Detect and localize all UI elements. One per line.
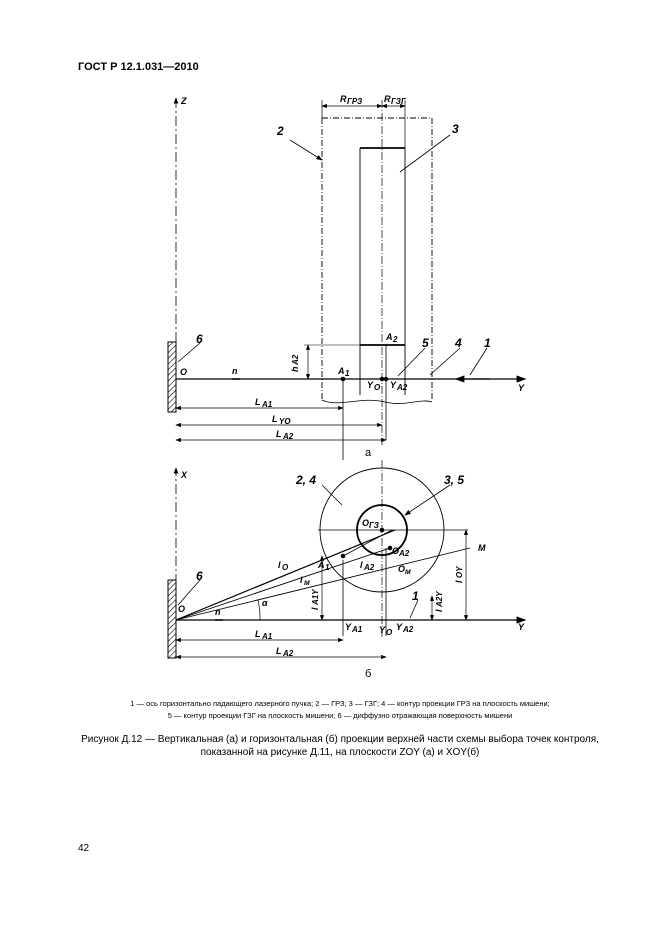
svg-text:2, 4: 2, 4	[295, 473, 316, 487]
svg-text:4: 4	[454, 336, 462, 350]
svg-text:1: 1	[345, 369, 350, 378]
svg-text:A1: A1	[351, 625, 363, 634]
svg-text:h: h	[290, 366, 300, 372]
legend-line-1: 1 — ось горизонтально падающего лазерног…	[130, 699, 550, 708]
svg-text:Y: Y	[345, 622, 352, 632]
svg-text:м: м	[304, 578, 310, 587]
svg-text:A1Y: A1Y	[311, 589, 320, 606]
top-labels: Z Y O R ГРЗ R ГЗГ 2 3 6 5 4 1 A 2 A 1 h …	[180, 94, 525, 459]
svg-text:a: a	[365, 447, 372, 459]
svg-text:O: O	[180, 367, 187, 377]
svg-text:A2: A2	[363, 563, 375, 572]
svg-text:A2: A2	[291, 354, 300, 366]
bottom-projection	[167, 460, 527, 660]
svg-text:A1: A1	[261, 400, 273, 409]
page-number: 42	[78, 843, 90, 854]
svg-text:l: l	[310, 607, 320, 610]
figure-legend: 1 — ось горизонтально падающего лазерног…	[60, 698, 620, 722]
svg-text:O: O	[374, 383, 381, 392]
svg-text:A: A	[385, 332, 393, 342]
svg-text:A2: A2	[282, 649, 294, 658]
figure-caption: Рисунок Д.12 — Вертикальная (а) и горизо…	[60, 733, 620, 759]
svg-text:O: O	[178, 604, 185, 614]
target-surface-bottom	[167, 579, 177, 659]
svg-text:A2: A2	[398, 549, 410, 558]
svg-text:n: n	[215, 607, 221, 617]
svg-text:ГЗГ: ГЗГ	[391, 97, 407, 106]
svg-text:A: A	[317, 560, 325, 570]
svg-text:2: 2	[276, 124, 284, 138]
svg-text:Z: Z	[180, 96, 187, 106]
svg-text:l: l	[278, 560, 281, 570]
svg-text:5: 5	[422, 336, 429, 350]
svg-text:6: 6	[196, 332, 203, 346]
svg-text:O: O	[282, 563, 289, 572]
svg-text:YO: YO	[279, 417, 291, 426]
document-header: ГОСТ Р 12.1.031—2010	[78, 61, 199, 73]
svg-text:Y: Y	[367, 380, 374, 390]
svg-text:3, 5: 3, 5	[444, 473, 464, 487]
svg-text:O: O	[386, 628, 393, 637]
svg-text:l: l	[434, 609, 444, 612]
svg-text:Y: Y	[396, 622, 403, 632]
svg-text:6: 6	[196, 569, 203, 583]
svg-text:A2Y: A2Y	[435, 591, 444, 608]
svg-text:1: 1	[412, 589, 419, 603]
svg-text:A2: A2	[402, 625, 414, 634]
top-projection	[167, 97, 527, 460]
grz-bottom-wave	[321, 399, 433, 404]
svg-text:L: L	[255, 629, 261, 639]
svg-text:3: 3	[452, 122, 459, 136]
svg-text:l: l	[454, 580, 464, 583]
svg-text:Y: Y	[379, 625, 386, 635]
svg-text:α: α	[262, 598, 268, 608]
svg-text:L: L	[255, 397, 261, 407]
caption-line-2: показанной на рисунке Д.11, на плоскости…	[200, 747, 480, 758]
gzg-rect	[359, 147, 406, 395]
svg-text:l: l	[360, 560, 363, 570]
svg-text:L: L	[276, 646, 282, 656]
svg-text:A1: A1	[261, 632, 273, 641]
svg-text:A2: A2	[396, 383, 408, 392]
svg-text:A: A	[337, 366, 345, 376]
svg-text:L: L	[276, 429, 282, 439]
caption-line-1: Рисунок Д.12 — Вертикальная (а) и горизо…	[81, 734, 599, 745]
svg-text:O: O	[392, 546, 399, 556]
svg-text:ГРЗ: ГРЗ	[347, 97, 362, 106]
svg-text:X: X	[180, 470, 188, 480]
svg-text:R: R	[340, 94, 347, 104]
svg-text:M: M	[478, 543, 486, 553]
bottom-labels: X Y O 2, 4 3, 5 6 1 O ГЗ O A2 O м A 1 M …	[178, 470, 525, 680]
svg-text:n: n	[232, 366, 238, 376]
svg-text:R: R	[384, 94, 391, 104]
target-surface-top	[167, 341, 177, 413]
svg-text:Y: Y	[518, 622, 525, 632]
svg-text:1: 1	[484, 336, 491, 350]
svg-text:A2: A2	[282, 432, 294, 441]
svg-text:OY: OY	[455, 566, 464, 578]
svg-text:1: 1	[325, 563, 330, 572]
svg-text:O: O	[398, 564, 405, 574]
svg-text:Y: Y	[390, 380, 397, 390]
svg-text:ГЗ: ГЗ	[369, 521, 379, 530]
grz-contour	[321, 117, 433, 400]
svg-text:б: б	[365, 668, 371, 680]
svg-text:2: 2	[392, 335, 398, 344]
svg-text:м: м	[405, 567, 411, 576]
svg-text:l: l	[300, 575, 303, 585]
legend-line-2: 5 — контур проекции ГЗГ на плоскость миш…	[167, 711, 513, 720]
svg-text:O: O	[362, 518, 369, 528]
svg-text:L: L	[272, 414, 278, 424]
svg-text:Y: Y	[518, 383, 525, 393]
